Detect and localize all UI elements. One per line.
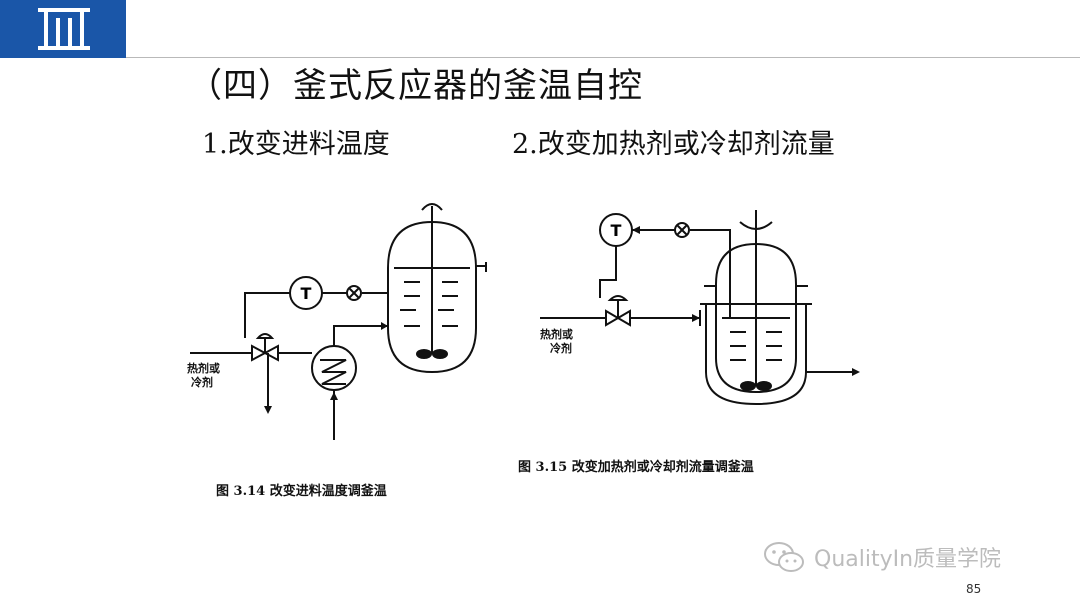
left-temperature-controller bbox=[289, 276, 323, 310]
left-reactor-diagram bbox=[190, 203, 487, 440]
right-controller-label: T bbox=[611, 221, 622, 240]
left-figure-caption: 图 3.14 改变进料温度调釜温 bbox=[216, 484, 387, 499]
left-inlet-label-line1: 热剂或 bbox=[187, 362, 220, 375]
right-figure-caption: 图 3.15 改变加热剂或冷却剂流量调釜温 bbox=[518, 460, 754, 475]
watermark: QualityIn质量学院 bbox=[762, 538, 1001, 576]
right-temperature-controller bbox=[599, 213, 633, 247]
right-inlet-label-line2: 冷剂 bbox=[550, 342, 572, 355]
header-divider bbox=[126, 57, 1080, 58]
page-number: 85 bbox=[966, 582, 982, 596]
slide-title: （四）釜式反应器的釜温自控 bbox=[188, 66, 643, 106]
left-inlet-label-line2: 冷剂 bbox=[191, 376, 213, 389]
watermark-text: QualityIn质量学院 bbox=[814, 547, 1002, 572]
logo bbox=[0, 0, 126, 58]
left-controller-label: T bbox=[301, 284, 312, 303]
right-inlet-label: 热剂或 冷剂 bbox=[540, 328, 573, 356]
right-reactor-diagram bbox=[540, 210, 860, 406]
right-inlet-label-line1: 热剂或 bbox=[540, 328, 573, 341]
logo-icon bbox=[38, 8, 90, 50]
left-subtitle: 1.改变进料温度 bbox=[202, 129, 390, 160]
wechat-icon bbox=[764, 542, 804, 572]
right-subtitle: 2.改变加热剂或冷却剂流量 bbox=[512, 129, 835, 160]
left-inlet-label: 热剂或 冷剂 bbox=[187, 362, 220, 390]
